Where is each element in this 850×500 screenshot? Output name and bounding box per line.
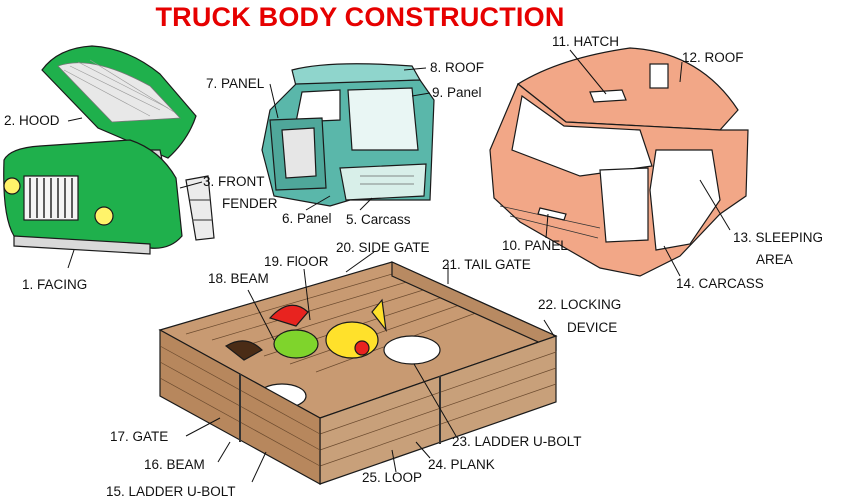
hatch-shape <box>589 89 627 103</box>
label-floor: 19. FlOOR <box>264 254 329 269</box>
label-facing: 1. FACING <box>22 277 88 292</box>
label-plank: 24. PLANK <box>428 457 495 472</box>
platform-illustration <box>158 261 558 486</box>
label-locking-device-line2: DEVICE <box>567 320 618 335</box>
label-roof-cab: 8. ROOF <box>430 60 485 75</box>
label-ladder-u-bolt-23: 23. LADDER U-BOLT <box>452 434 582 449</box>
label-loop: 25. LOOP <box>362 470 423 485</box>
label-carcass-cab: 5. Carcass <box>346 212 411 227</box>
label-beam-16: 16. BEAM <box>144 457 205 472</box>
label-panel-7: 7. PANEL <box>206 76 265 91</box>
label-side-gate: 20. SIDE GATE <box>336 240 430 255</box>
label-front-fender-line1: 3. FRONT <box>203 174 265 189</box>
label-ladder-u-bolt-15: 15. LADDER U-BOLT <box>106 484 236 499</box>
label-panel-9: 9. Panel <box>432 85 482 100</box>
sleeping-area-shape <box>649 149 721 251</box>
sleeper-roof-shape <box>516 47 739 131</box>
label-gate: 17. GATE <box>110 429 169 444</box>
leader-lines <box>67 49 731 483</box>
facing-shape <box>3 139 183 249</box>
label-beam-18: 18. BEAM <box>208 271 269 286</box>
label-sleeping-area-line1: 13. SLEEPING <box>733 230 824 245</box>
label-sleeping-area-line2: AREA <box>756 252 793 267</box>
truck-front-illustration <box>3 45 215 255</box>
label-roof-sleeper: 12. ROOF <box>682 50 744 65</box>
label-locking-device-line1: 22. LOCKING <box>538 297 622 312</box>
label-front-fender-line2: FENDER <box>222 196 278 211</box>
diagram-title: TRUCK BODY CONSTRUCTION <box>155 2 565 32</box>
label-carcass-sleeper: 14. CARCASS <box>676 276 764 291</box>
label-hood: 2. HOOD <box>4 113 60 128</box>
sleeper-cab-illustration <box>489 47 749 277</box>
label-panel-6: 6. Panel <box>282 211 332 226</box>
label-tail-gate: 21. TAIL GATE <box>442 257 531 272</box>
mascot-illustration <box>224 298 387 361</box>
label-hatch: 11. HATCH <box>552 34 620 49</box>
label-panel-10: 10. PANEL <box>502 238 568 253</box>
cab-illustration <box>261 63 435 207</box>
